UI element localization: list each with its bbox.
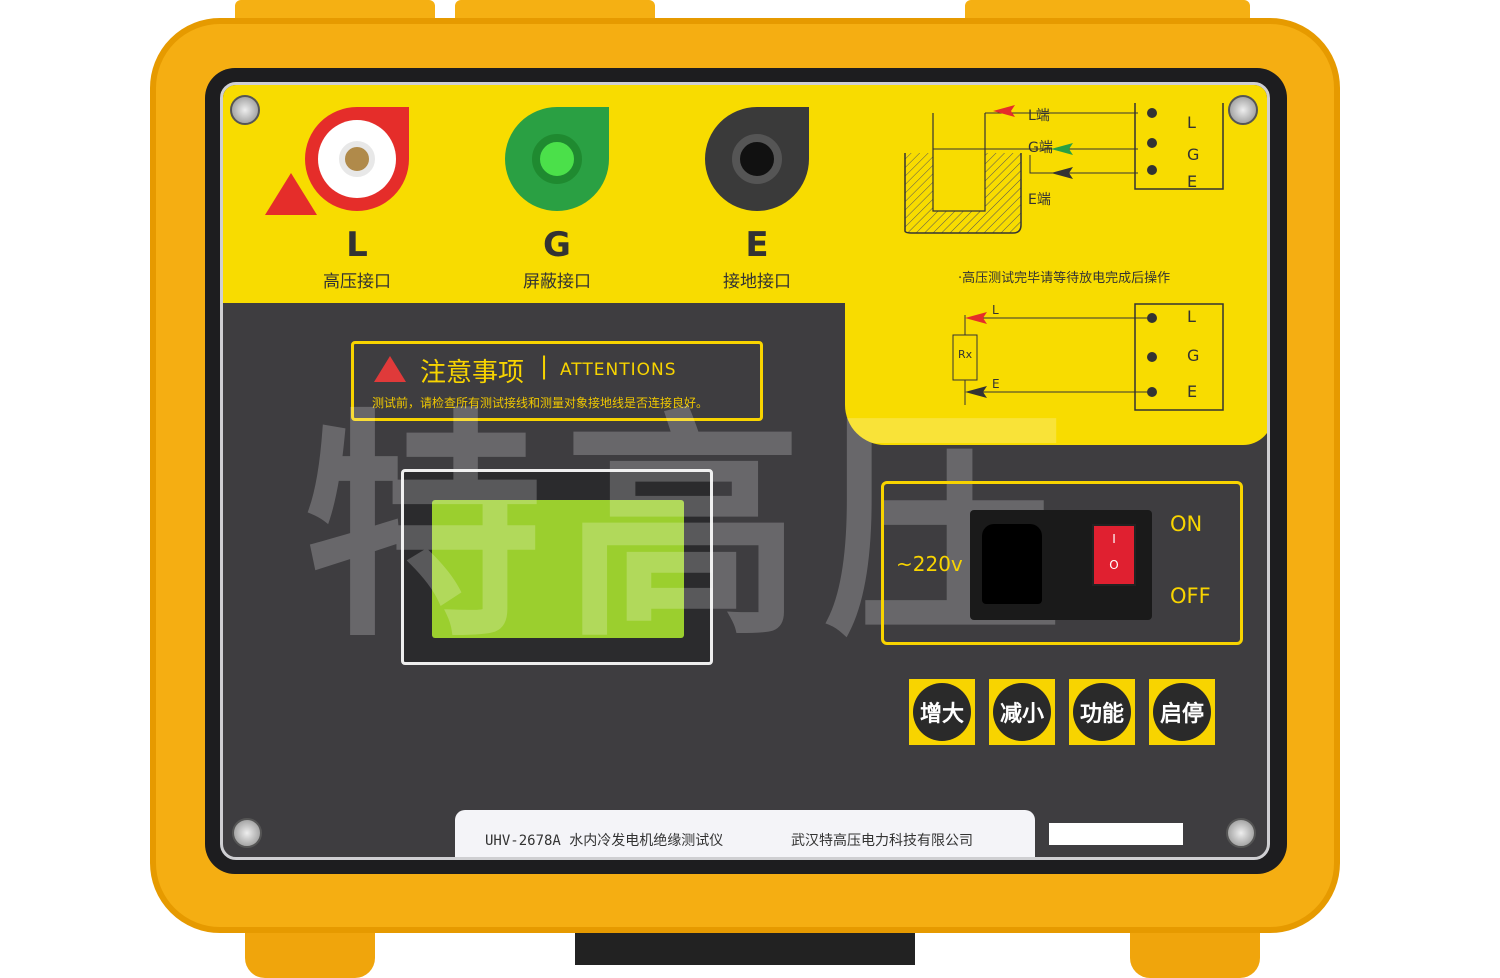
nameplate: UHV-2678A 水内冷发电机绝缘测试仪 武汉特高压电力科技有限公司	[455, 810, 1035, 857]
terminal-label: 接地接口	[723, 272, 791, 292]
switch-on-mark: I	[1112, 532, 1116, 546]
screw-icon	[1228, 95, 1258, 125]
diagram-label: E端	[1028, 192, 1051, 208]
screw-icon	[1226, 818, 1256, 848]
off-label: OFF	[1170, 584, 1211, 608]
attention-text: 测试前，请检查所有测试接线和测量对象接地线是否连接良好。	[372, 396, 709, 410]
diagram-terminal: L	[1187, 113, 1196, 132]
button-label: 减小	[993, 683, 1051, 741]
terminal-l[interactable]	[305, 107, 409, 211]
lcd-frame	[401, 469, 713, 665]
wiring-diagram-water-tank	[904, 103, 1224, 234]
terminal-letter: L	[346, 225, 368, 265]
button-label: 增大	[913, 683, 971, 741]
watermark: 特高压	[303, 389, 1084, 669]
panel-yellow-right	[845, 295, 1267, 445]
attention-separator: |	[540, 352, 549, 380]
front-panel: L 高压接口 G 屏蔽接口 E 接地接口 L端 G端 E端 L G E ·高压测…	[220, 82, 1270, 860]
lcd-display	[432, 500, 684, 638]
terminal-letter: G	[543, 225, 571, 265]
diagram-terminal: E	[1187, 382, 1198, 401]
discharge-note: ·高压测试完毕请等待放电完成后操作	[958, 271, 1171, 286]
power-socket[interactable]	[982, 524, 1042, 604]
terminal-g[interactable]	[505, 107, 609, 211]
decrease-button[interactable]: 减小	[989, 679, 1055, 745]
terminal-letter: E	[745, 225, 769, 265]
diagram-terminal: G	[1187, 145, 1200, 164]
terminal-e[interactable]	[705, 107, 809, 211]
voltage-label: ~220v	[896, 552, 963, 576]
high-voltage-warning-icon	[265, 173, 317, 215]
diagram-terminal: L	[1187, 307, 1196, 326]
diagram-label: L端	[1028, 108, 1050, 124]
on-label: ON	[1170, 512, 1203, 536]
switch-off-mark: O	[1109, 558, 1119, 572]
terminal-label: 屏蔽接口	[523, 272, 591, 292]
diagram-terminal: E	[1187, 172, 1198, 191]
terminal-label: 高压接口	[323, 272, 391, 292]
attention-title-cn: 注意事项	[420, 358, 525, 388]
power-switch[interactable]: I O	[1092, 524, 1136, 586]
wiring-diagram-resistor	[952, 303, 1224, 411]
start-stop-button[interactable]: 启停	[1149, 679, 1215, 745]
button-label: 功能	[1073, 683, 1131, 741]
diagram-terminal: G	[1187, 346, 1200, 365]
increase-button[interactable]: 增大	[909, 679, 975, 745]
attention-box: 注意事项 | ATTENTIONS 测试前，请检查所有测试接线和测量对象接地线是…	[351, 341, 763, 421]
function-button[interactable]: 功能	[1069, 679, 1135, 745]
attention-title-en: ATTENTIONS	[560, 360, 677, 380]
diagram-label: L	[992, 303, 999, 317]
warning-icon	[374, 356, 406, 382]
diagram-label: G端	[1028, 140, 1053, 156]
button-label: 启停	[1153, 683, 1211, 741]
resistor-label: Rx	[958, 348, 973, 361]
screw-icon	[230, 95, 260, 125]
diagram-label: E	[992, 377, 1000, 391]
power-inlet[interactable]: I O	[970, 510, 1152, 620]
screw-icon	[232, 818, 262, 848]
power-box: ~220v I O ON OFF	[881, 481, 1243, 645]
model-name: UHV-2678A 水内冷发电机绝缘测试仪	[485, 833, 724, 849]
company-name: 武汉特高压电力科技有限公司	[791, 833, 973, 849]
serial-label	[1049, 823, 1183, 845]
